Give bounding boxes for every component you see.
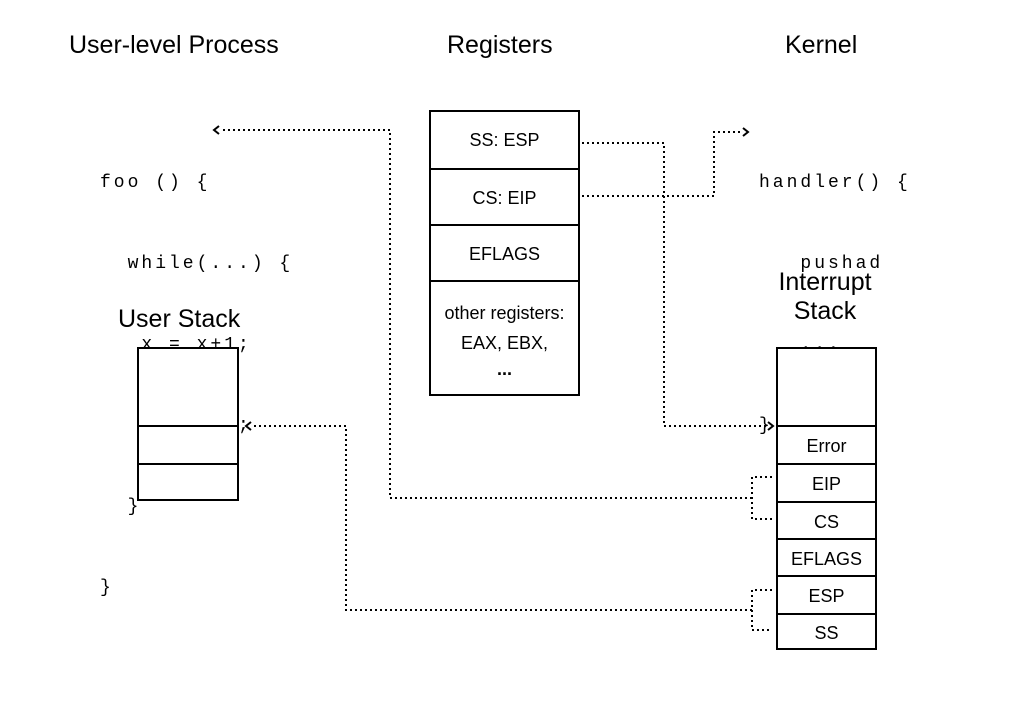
- connector-ss-esp-to-stack: [582, 142, 768, 427]
- connector-saved-sp-to-user-stack: [252, 425, 752, 611]
- interrupt-stack-title-line2: Stack: [793, 296, 857, 325]
- connector-eip-cs-bracket: [751, 476, 772, 520]
- interrupt-stack-eflags: EFLAGS: [778, 538, 875, 577]
- user-stack-box: [137, 347, 239, 501]
- arrowhead-user-stack: [244, 421, 252, 431]
- register-other-ellipsis: ...: [496, 359, 512, 379]
- interrupt-stack-ss: SS: [778, 613, 875, 650]
- code-line: }: [100, 578, 114, 598]
- connector-saved-pc-to-foo: [220, 129, 752, 499]
- register-other-label: other registers:: [444, 303, 565, 323]
- code-line: handler() {: [759, 173, 911, 193]
- register-cs-eip: CS: EIP: [431, 168, 578, 226]
- code-line: }: [100, 497, 142, 517]
- code-line: foo () {: [100, 173, 211, 193]
- user-stack-slot: [139, 463, 237, 503]
- kernel-title: Kernel: [785, 31, 858, 59]
- arrowhead-handler: [742, 127, 750, 137]
- code-line: while(...) {: [100, 254, 294, 274]
- connector-cs-eip-to-handler: [582, 131, 742, 197]
- interrupt-stack-cs: CS: [778, 501, 875, 540]
- registers-box: SS: ESP CS: EIP EFLAGS other registers: …: [429, 110, 580, 396]
- kernel-code-block: handler() { pushad ... }: [759, 116, 911, 467]
- interrupt-stack-title-line1: Interrupt: [778, 268, 872, 296]
- interrupt-stack-box: Error EIP CS EFLAGS ESP SS: [776, 347, 877, 650]
- arrowhead-interrupt-stack: [767, 421, 775, 431]
- interrupt-stack-error: Error: [778, 425, 875, 465]
- register-ss-esp: SS: ESP: [469, 130, 540, 150]
- user-stack-title: User Stack: [118, 305, 241, 333]
- register-other-names: EAX, EBX,: [460, 333, 549, 353]
- connector-esp-ss-bracket: [751, 589, 772, 631]
- user-stack-slot: [139, 425, 237, 465]
- interrupt-stack-title: Interrupt Stack: [760, 268, 890, 326]
- register-other: other registers: EAX, EBX, ...: [431, 280, 578, 396]
- registers-title: Registers: [447, 31, 553, 59]
- interrupt-stack-esp: ESP: [778, 575, 875, 615]
- user-level-process-title: User-level Process: [69, 31, 279, 59]
- interrupt-stack-eip: EIP: [778, 463, 875, 503]
- code-line: pushad: [759, 254, 884, 274]
- register-eflags: EFLAGS: [431, 224, 578, 282]
- arrowhead-foo: [212, 125, 220, 135]
